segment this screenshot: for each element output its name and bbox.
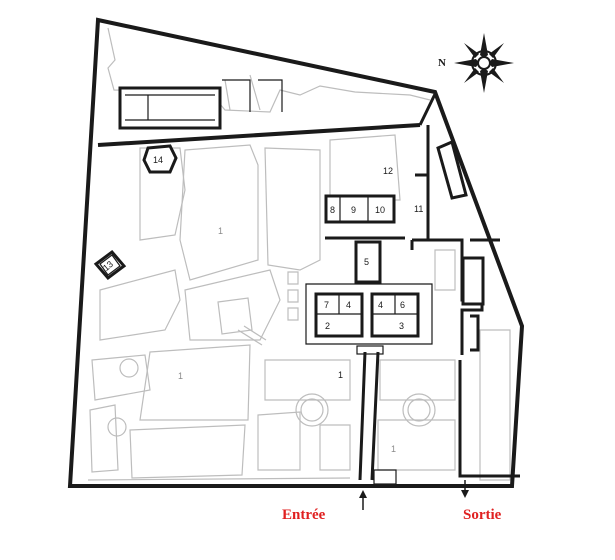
garden-paths xyxy=(87,27,511,481)
compass-rose-icon xyxy=(454,33,514,93)
pavilion-14 xyxy=(142,144,178,174)
zone-label-9: 9 xyxy=(351,205,356,215)
zone-label-11: 11 xyxy=(414,204,423,214)
central-complex xyxy=(305,194,433,485)
zone-label-4-right: 4 xyxy=(378,300,383,310)
zone-label-1-west: 1 xyxy=(178,371,183,381)
compass-north-label: N xyxy=(438,57,446,69)
zone-label-3: 3 xyxy=(399,321,404,331)
enclosure-walls xyxy=(67,17,525,488)
zone-label-2: 2 xyxy=(325,321,330,331)
zone-label-1-north: 1 xyxy=(218,226,223,236)
north-building xyxy=(118,79,283,130)
zone-label-14: 14 xyxy=(153,155,163,165)
pavilion-13 xyxy=(93,249,127,281)
zone-label-6: 6 xyxy=(400,300,405,310)
zone-label-5: 5 xyxy=(364,257,369,267)
entrance-arrow-icon xyxy=(359,490,367,510)
zone-label-7: 7 xyxy=(324,300,329,310)
entrance-label: Entrée xyxy=(282,507,326,523)
exit-arrow-icon xyxy=(461,480,469,498)
zone-label-1-south: 1 xyxy=(391,444,396,454)
exit-label: Sortie xyxy=(463,507,502,523)
zone-label-10: 10 xyxy=(375,205,385,215)
zone-label-12: 12 xyxy=(383,166,393,176)
zone-label-4-left: 4 xyxy=(346,300,351,310)
east-structures xyxy=(410,125,520,478)
zone-label-8: 8 xyxy=(330,205,335,215)
zone-label-13: 13 xyxy=(101,259,115,273)
zone-numbers: 1 1 1 1 2 3 4 4 5 6 7 8 9 10 11 12 13 14 xyxy=(101,155,423,454)
zone-label-1-center: 1 xyxy=(338,370,343,380)
